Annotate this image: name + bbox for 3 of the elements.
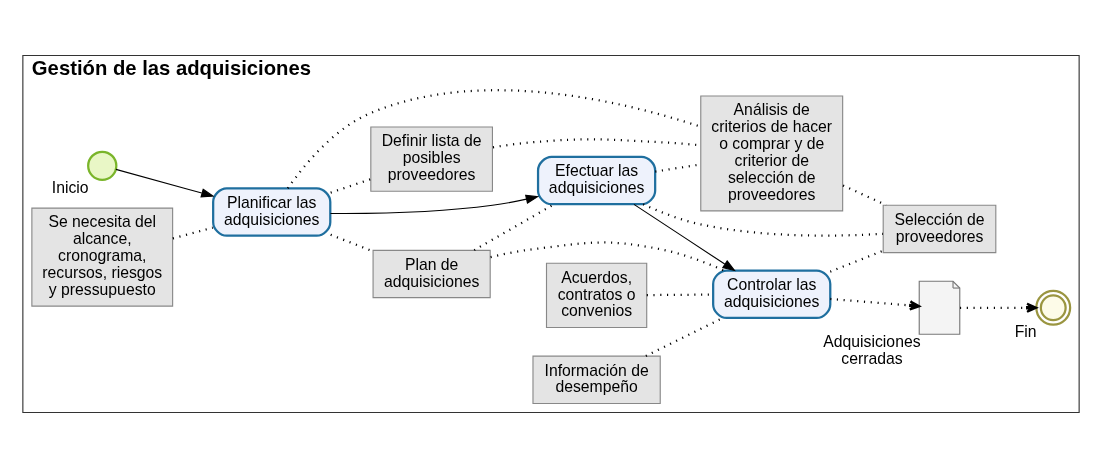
node-label: Adquisiciones cerradas — [823, 332, 921, 367]
node-label: Inicio — [51, 178, 89, 196]
node-label: Fin — [1014, 322, 1037, 340]
